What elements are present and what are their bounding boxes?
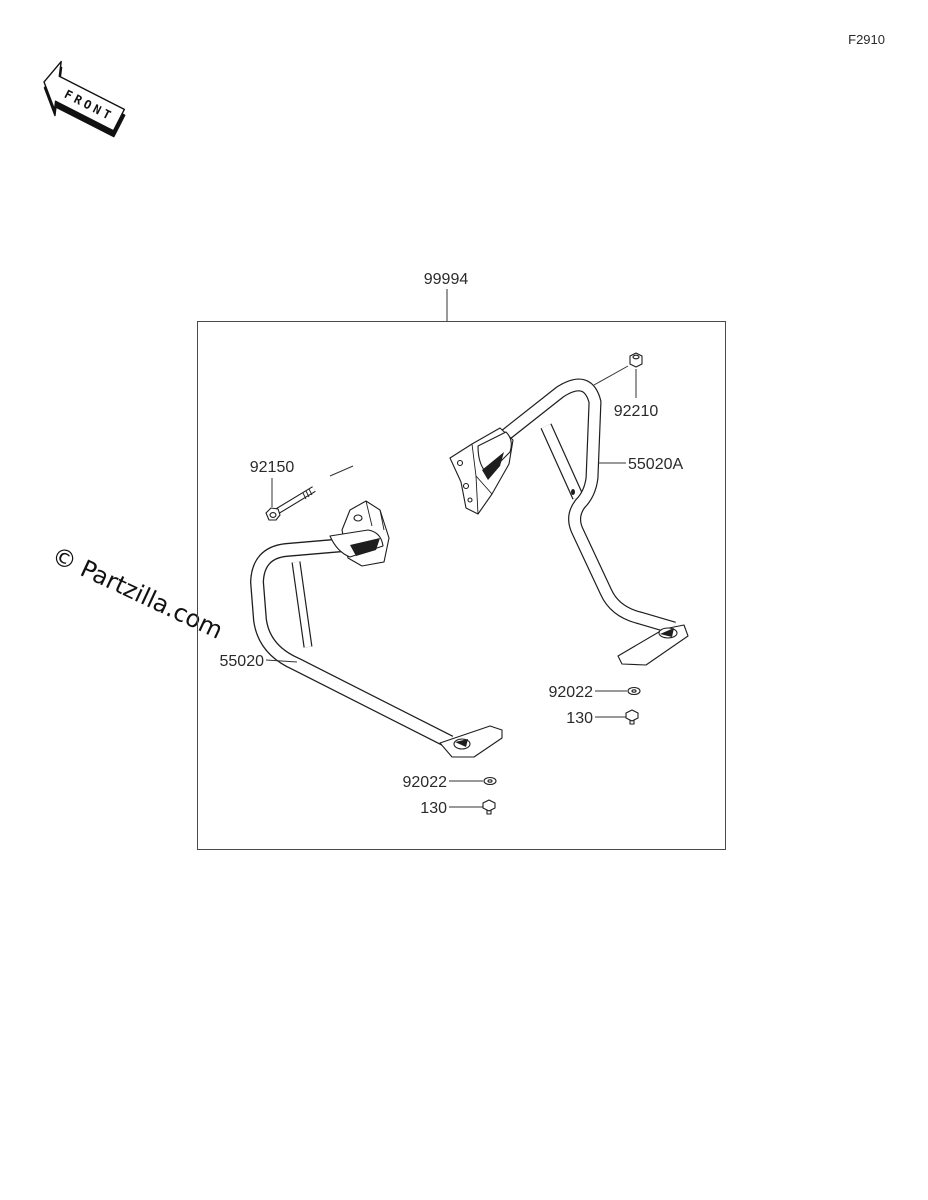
right-washer-hole [631, 689, 637, 693]
left-mount-bolt-head [482, 799, 496, 812]
left-guard-bracket-shadow [350, 538, 380, 556]
callout-left-washer: 92022 [403, 774, 448, 791]
right-crash-guard [449, 378, 689, 666]
right-guard-tube-fill [480, 379, 676, 634]
long-bolt [265, 486, 316, 521]
front-arrow-icon: FRONT [43, 60, 126, 138]
left-guard-foot-plate [439, 725, 503, 758]
front-arrow-face [43, 60, 126, 132]
callout-right-bolt: 130 [566, 710, 593, 727]
callout-right-washer: 92022 [549, 684, 594, 701]
nut-bore [632, 354, 640, 360]
left-guard-foot-shadow [455, 739, 468, 747]
left-guard-leader [265, 659, 298, 663]
left-guard-strut-fill [292, 561, 312, 648]
long-bolt-threads [302, 488, 313, 500]
long-bolt-axis-line [329, 465, 354, 477]
left-guard-tube-fill [251, 537, 453, 748]
assembly-part-number: 99994 [424, 271, 469, 288]
right-guard-foot-plate [617, 624, 689, 666]
left-guard-bracket-hole [353, 514, 363, 522]
long-bolt-shaft-fill [274, 487, 316, 514]
right-guard-bracket-shadow [482, 452, 504, 480]
partzilla-watermark: © Partzilla.com [47, 541, 227, 645]
left-crash-guard [250, 500, 503, 758]
callout-left-guard: 55020 [220, 653, 265, 670]
nut-axis-line [593, 365, 629, 386]
assembly-frame [197, 321, 726, 850]
right-mount-bolt-head [625, 709, 639, 722]
callout-left-bolt: 130 [420, 800, 447, 817]
right-guard-bracket-hole-middle [462, 482, 470, 490]
right-guard-tube-sleeve [477, 431, 512, 475]
right-guard-bracket-hole-lower [467, 497, 473, 503]
left-guard-tube-outline [250, 536, 454, 749]
left-guard-bracket-edges [365, 500, 385, 531]
diagram-code: F2910 [848, 32, 885, 47]
callout-right-guard: 55020A [628, 456, 683, 473]
right-mount-bolt [625, 709, 639, 725]
long-bolt-head-face [269, 512, 277, 518]
right-guard-foot-shadow [660, 628, 674, 637]
right-guard-bracket-hole-upper [456, 459, 464, 467]
left-mount-bolt [482, 799, 496, 815]
right-guard-bracket-edges [471, 443, 493, 515]
right-guard-weld-mark [571, 489, 575, 495]
right-guard-strut-fill [541, 424, 583, 499]
nut-icon [629, 352, 643, 368]
left-washer-hole [487, 779, 493, 783]
callout-nut: 92210 [614, 403, 659, 420]
callout-long-bolt: 92150 [250, 459, 295, 476]
